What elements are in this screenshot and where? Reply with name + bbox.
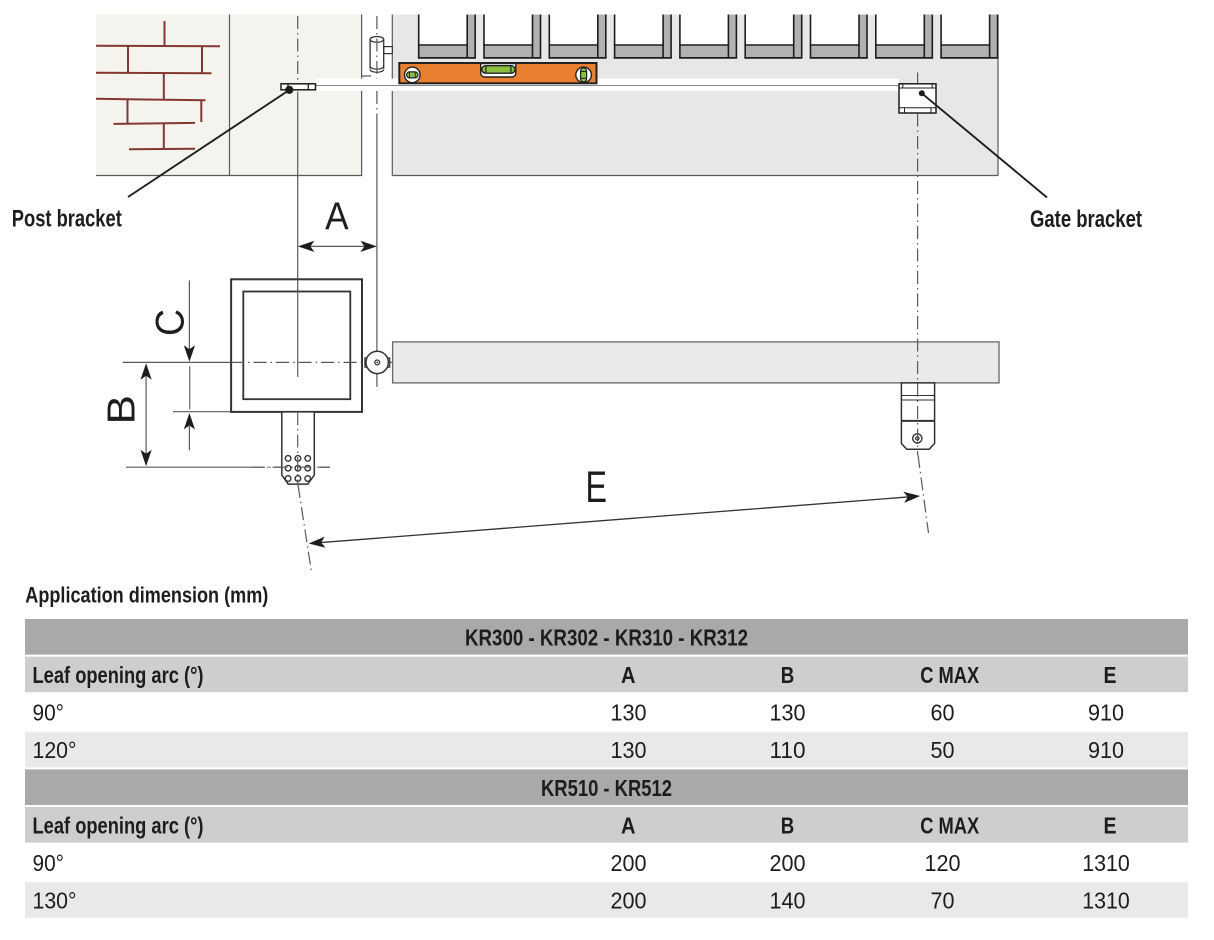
- svg-text:910: 910: [1088, 737, 1124, 763]
- svg-text:60: 60: [931, 700, 955, 726]
- svg-text:C: C: [149, 309, 193, 336]
- svg-text:1310: 1310: [1082, 888, 1130, 914]
- svg-text:KR510 - KR512: KR510 - KR512: [541, 775, 672, 801]
- svg-text:KR300 - KR302 - KR310 - KR312: KR300 - KR302 - KR310 - KR312: [465, 624, 748, 650]
- svg-text:910: 910: [1088, 700, 1124, 726]
- svg-text:130°: 130°: [33, 888, 77, 914]
- svg-text:50: 50: [931, 737, 955, 763]
- svg-text:200: 200: [611, 850, 647, 876]
- svg-text:90°: 90°: [33, 850, 65, 876]
- svg-text:A: A: [621, 662, 636, 688]
- svg-text:200: 200: [770, 850, 806, 876]
- svg-text:120: 120: [925, 850, 961, 876]
- svg-text:Leaf opening arc (°): Leaf opening arc (°): [33, 662, 204, 688]
- svg-text:1310: 1310: [1082, 850, 1130, 876]
- svg-text:130: 130: [611, 737, 647, 763]
- svg-text:Gate bracket: Gate bracket: [1030, 206, 1142, 233]
- svg-text:140: 140: [770, 888, 806, 914]
- svg-text:A: A: [621, 812, 636, 838]
- svg-text:B: B: [781, 812, 795, 838]
- svg-text:E: E: [1104, 662, 1117, 688]
- svg-text:B: B: [101, 395, 144, 425]
- svg-text:130: 130: [611, 700, 647, 726]
- svg-text:B: B: [781, 662, 795, 688]
- svg-text:70: 70: [931, 888, 955, 914]
- svg-text:C MAX: C MAX: [920, 662, 979, 688]
- svg-text:Application dimension (mm): Application dimension (mm): [25, 582, 268, 607]
- svg-text:90°: 90°: [33, 700, 65, 726]
- svg-text:120°: 120°: [33, 737, 77, 763]
- svg-text:Leaf opening arc (°): Leaf opening arc (°): [33, 812, 204, 838]
- svg-text:Post bracket: Post bracket: [12, 206, 122, 233]
- svg-text:130: 130: [770, 700, 806, 726]
- svg-text:A: A: [325, 196, 349, 239]
- svg-text:110: 110: [770, 737, 806, 763]
- svg-text:E: E: [1104, 812, 1117, 838]
- svg-text:200: 200: [611, 888, 647, 914]
- svg-text:C MAX: C MAX: [920, 812, 979, 838]
- svg-text:E: E: [586, 463, 608, 512]
